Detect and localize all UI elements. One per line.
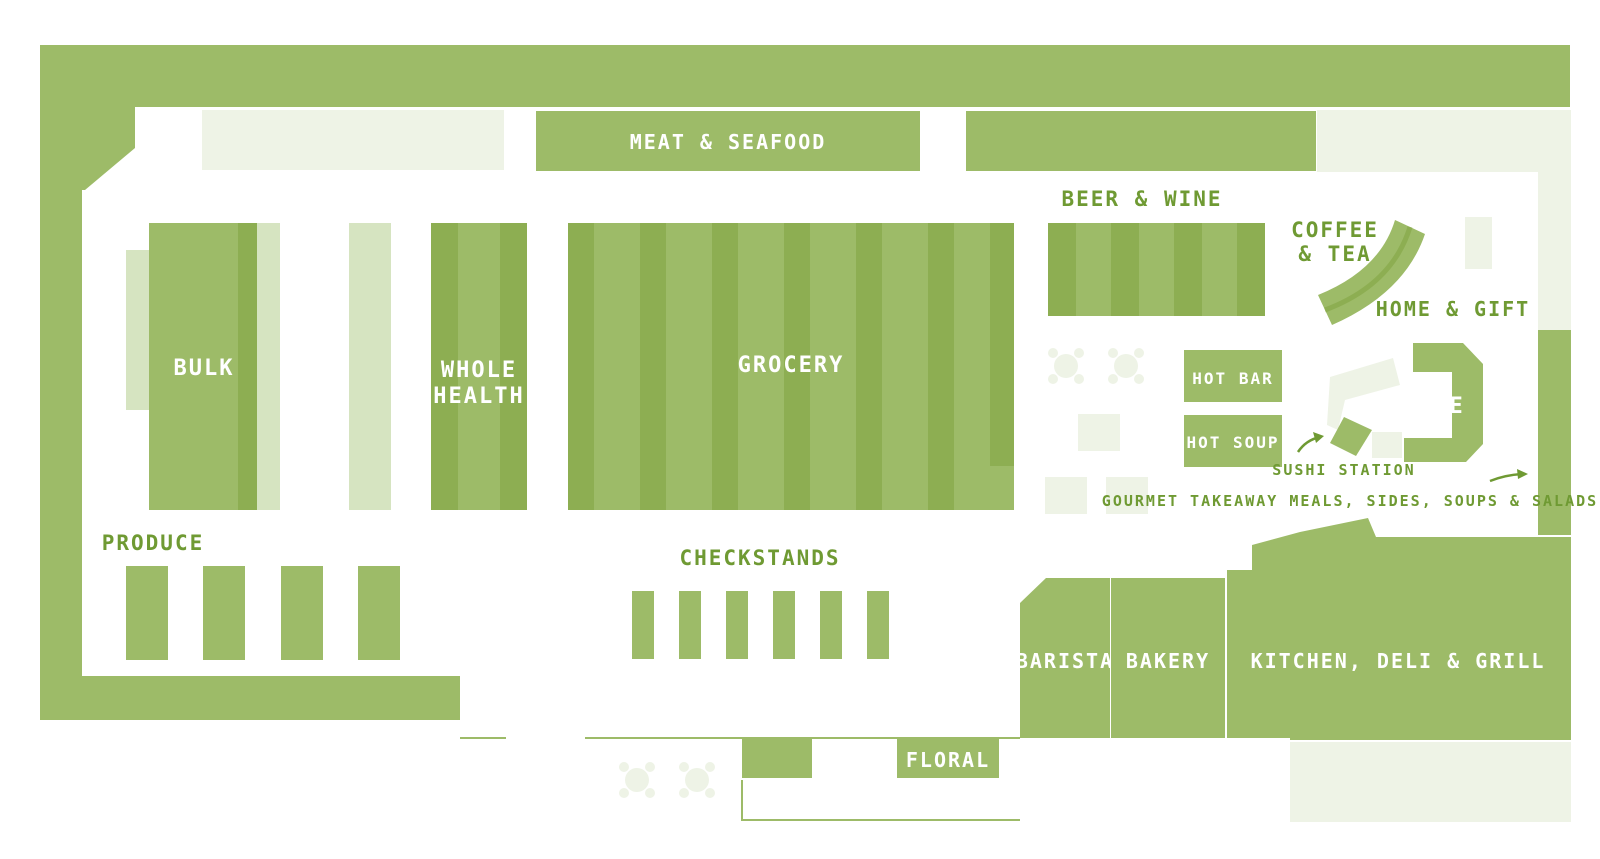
gourmet-takeaway-label: GOURMET TAKEAWAY MEALS, SIDES, SOUPS & S… [1102,492,1598,510]
sushi-station-label: SUSHI STATION [1272,461,1415,479]
hot-soup [1184,415,1282,467]
seating-block [1045,477,1087,514]
bulk-stripe [238,223,257,510]
cafe-table-icon [679,762,715,798]
floral-label: FLORAL [906,748,990,772]
beer-wine-section [1048,223,1265,316]
whole-health-section [431,223,527,510]
whole-health-label-line2: HEALTH [433,384,524,409]
beer-wine-label: BEER & WINE [1061,187,1222,211]
bakery-label: BAKERY [1126,649,1210,673]
cafe-table-icon [1048,348,1084,384]
cheese-counter [1404,343,1483,462]
aisle-shelf [349,223,391,510]
sushi-station-counter [1330,417,1372,456]
hot-bar [1184,350,1282,402]
pale-zones [202,110,1571,822]
barista-section [1020,578,1110,738]
kitchen-deli-grill-label: KITCHEN, DELI & GRILL [1251,649,1546,673]
entrance-counter [742,738,812,778]
hot-soup-label: HOT SOUP [1186,433,1279,452]
cheese-label: CHEESE [1373,394,1464,419]
top-counter-right [966,111,1316,171]
home-gift-label: HOME & GIFT [1376,297,1530,321]
kitchen-deli-grill-section [1227,518,1571,738]
hot-bar-label: HOT BAR [1192,369,1273,388]
barista-label: BARISTA [1016,649,1114,673]
bulk-side-shelf-right [256,223,280,510]
checkstands-label: CHECKSTANDS [679,546,840,570]
floral-section [897,738,999,778]
produce-label: PRODUCE [102,531,205,555]
curved-arrow-icon-head [1313,432,1324,443]
bakery-section [1111,578,1225,738]
cheese-pale-block [1372,432,1402,458]
outer-walls [40,45,1571,720]
coffee-tea-label-line1: COFFEE [1291,218,1379,242]
seating-block [1106,477,1148,514]
grocery-label: GROCERY [738,353,845,378]
curved-arrow-icon-head [1517,469,1528,479]
sushi-pale-counter [1327,358,1400,430]
cafe-table-icon [619,762,655,798]
whole-health-label-line1: WHOLE [441,358,517,383]
curved-arrow-icon [1489,472,1523,483]
coffee-tea-label-line2: & TEA [1298,242,1371,266]
seating-block [1078,414,1120,451]
cafe-table-icon [1108,348,1144,384]
meat-seafood-label: MEAT & SEAFOOD [630,130,827,154]
grocery-section [568,223,1014,510]
home-gift-display [1465,217,1492,269]
sidewalk-edge [1290,738,1571,740]
meat-seafood-counter [536,111,920,171]
bulk-label: BULK [174,356,235,381]
coffee-tea-counter-edge [1324,226,1413,313]
checkstands [632,591,889,659]
produce-tables [126,566,400,660]
